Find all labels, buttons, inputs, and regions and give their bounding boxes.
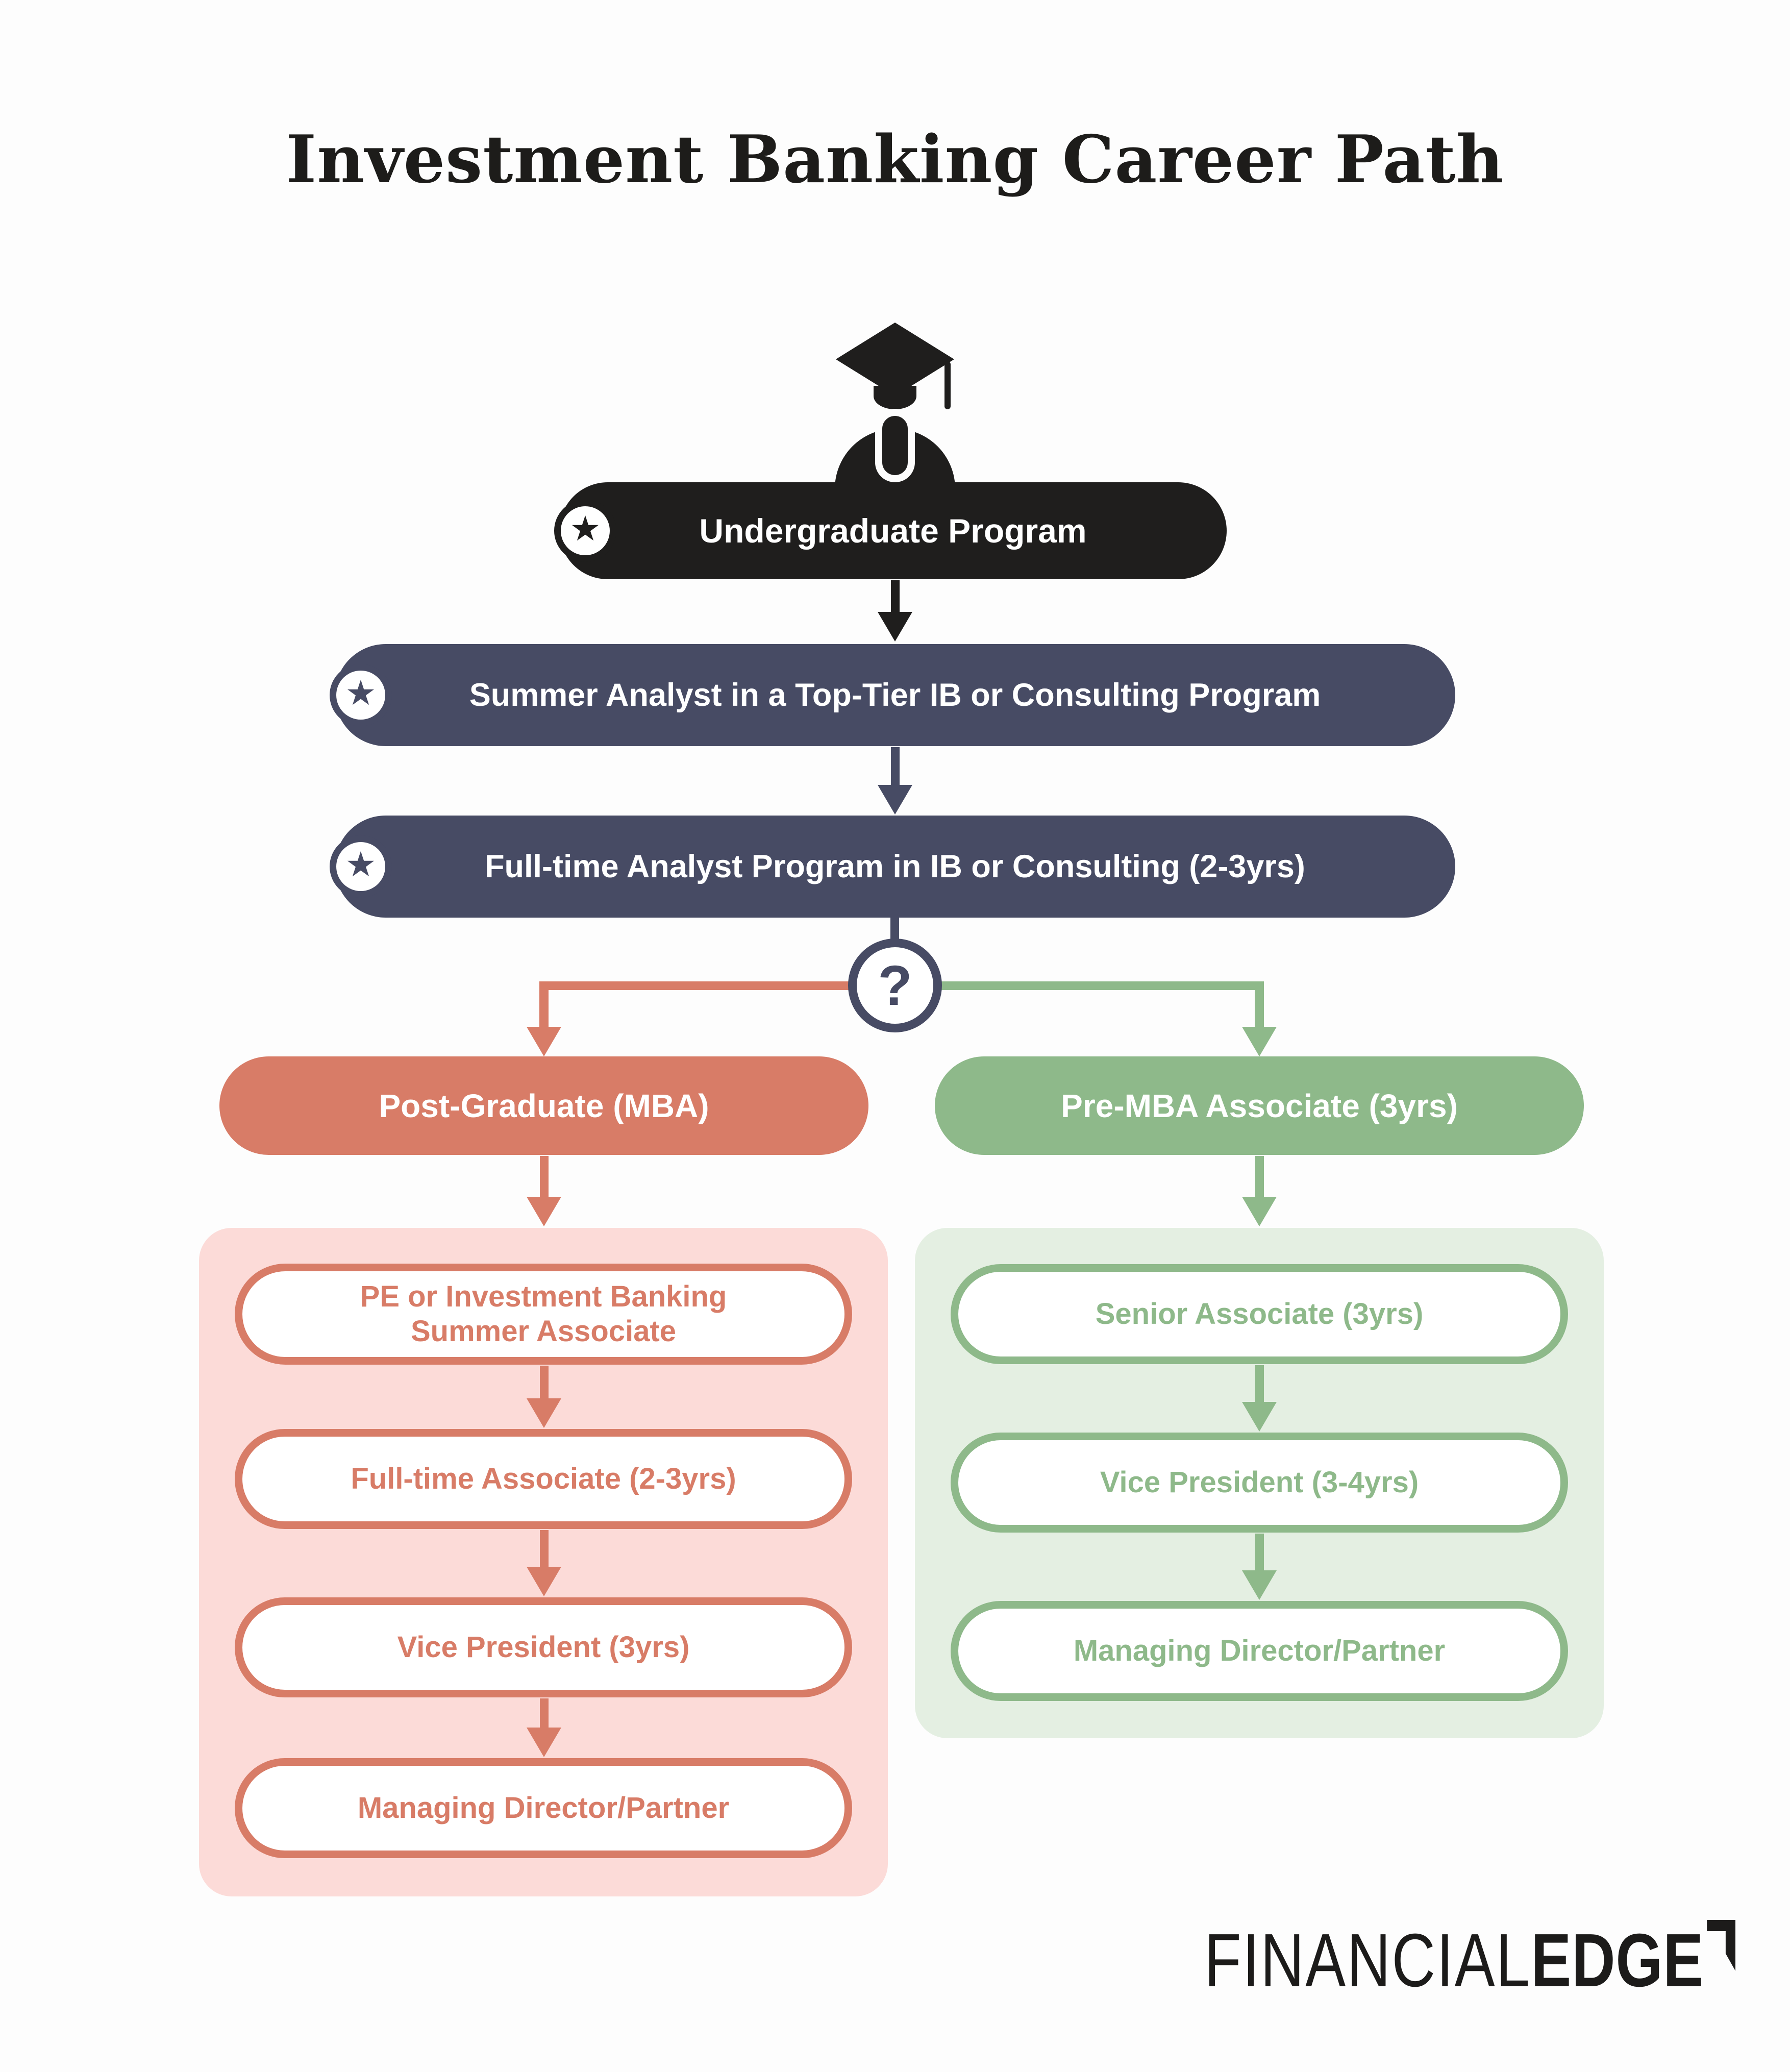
pre-mba-associate-label: Pre-MBA Associate (3yrs) [1061,1087,1458,1124]
step-undergraduate-label: Undergraduate Program [699,512,1087,550]
list-item: Vice President (3yrs) [235,1597,852,1697]
post-graduate-mba-pill: Post-Graduate (MBA) [219,1056,868,1155]
list-item: Managing Director/Partner [951,1601,1568,1701]
list-item: Managing Director/Partner [235,1758,852,1858]
logo-flag-icon [1707,1920,1736,1971]
step-summer-analyst-pill: ★ Summer Analyst in a Top-Tier IB or Con… [330,644,1455,746]
list-item: Full-time Associate (2-3yrs) [235,1429,852,1529]
pre-mba-associate-pill: Pre-MBA Associate (3yrs) [935,1056,1584,1155]
list-item: Vice President (3-4yrs) [951,1433,1568,1533]
step-fulltime-analyst-pill: ★ Full-time Analyst Program in IB or Con… [330,816,1455,918]
arrow-down [878,580,912,642]
branch-line-right [895,981,1264,990]
arrow-down [878,747,912,815]
connector-line [890,917,899,943]
arrow-down [527,1530,561,1596]
arrow-down [527,1366,561,1428]
step-fulltime-analyst-label: Full-time Analyst Program in IB or Consu… [485,849,1305,884]
arrowhead-left [527,1027,561,1056]
list-item: PE or Investment Banking Summer Associat… [235,1264,852,1365]
logo-edge: EDGE [1531,1918,1704,2003]
branch-drop-left [539,981,549,1028]
branch-drop-right [1255,981,1264,1028]
page-title: Investment Banking Career Path [286,121,1504,198]
branch-line-left [539,981,895,990]
step-undergraduate-pill: ★ Undergraduate Program [554,482,1227,579]
arrow-down [527,1156,561,1226]
graduate-cap-icon [798,320,992,491]
star-icon: ★ [330,664,392,726]
list-item: Senior Associate (3yrs) [951,1264,1568,1364]
arrow-down [1242,1156,1277,1226]
arrow-down [1242,1534,1277,1600]
arrow-down [527,1698,561,1757]
step-summer-analyst-label: Summer Analyst in a Top-Tier IB or Consu… [469,677,1321,713]
decision-label: ? [878,954,912,1017]
star-icon: ★ [330,835,392,898]
post-graduate-mba-label: Post-Graduate (MBA) [379,1087,709,1124]
question-mark-icon: ? [848,939,942,1032]
arrowhead-right [1242,1027,1277,1056]
logo-financial: FINANCIAL [1204,1918,1531,2003]
arrow-down [1242,1365,1277,1432]
star-icon: ★ [554,500,616,562]
